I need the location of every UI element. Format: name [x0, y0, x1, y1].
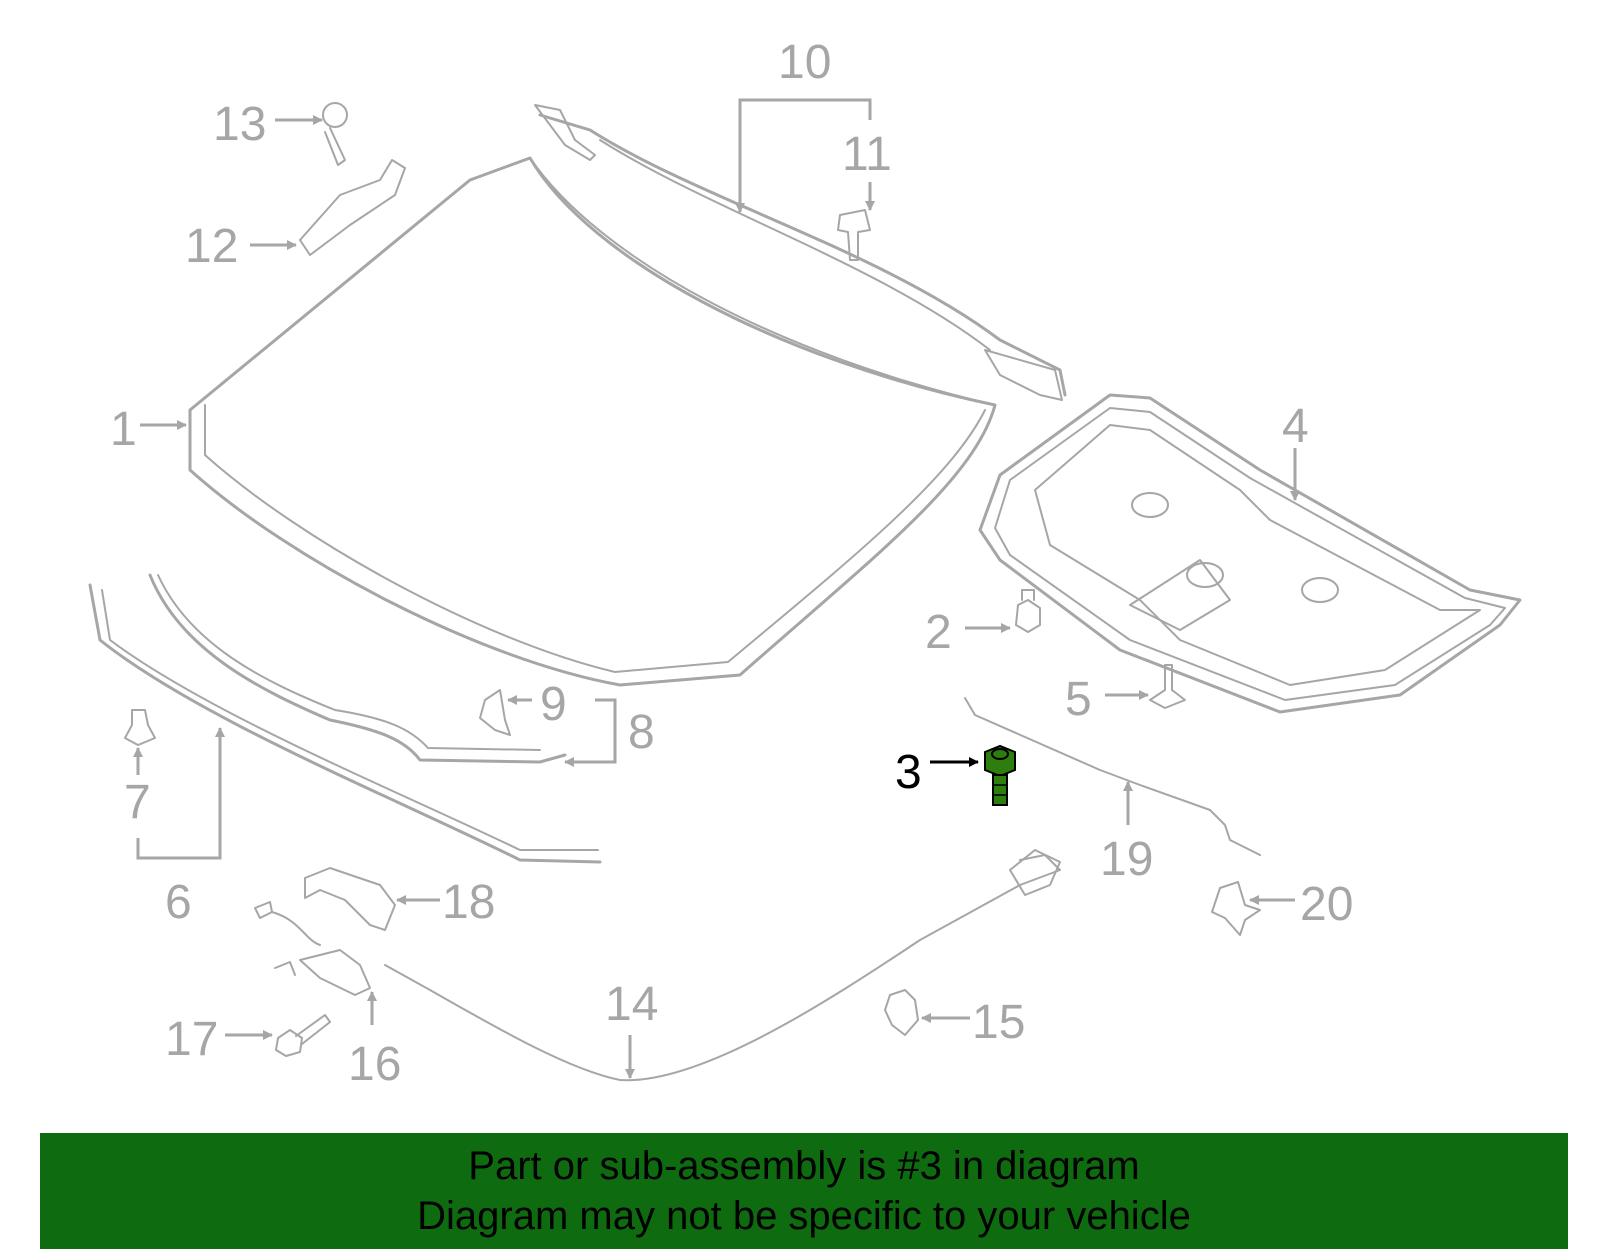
callout-5: 5 — [1065, 673, 1092, 726]
callout-16: 16 — [348, 1038, 401, 1091]
hood-prop-rod — [964, 697, 1261, 856]
hood-seal — [534, 104, 1067, 401]
clip-5 — [1149, 664, 1186, 709]
callout-7: 7 — [124, 776, 151, 829]
info-banner: Part or sub-assembly is #3 in diagram Di… — [40, 1133, 1568, 1249]
bolt-17 — [275, 1014, 331, 1057]
banner-line-2: Diagram may not be specific to your vehi… — [417, 1194, 1191, 1238]
callout-1: 1 — [110, 403, 137, 456]
hood-latch-16 — [254, 901, 371, 996]
callout-10: 10 — [778, 36, 831, 89]
nut-2 — [1015, 589, 1041, 633]
callout-19: 19 — [1100, 833, 1153, 886]
callout-14: 14 — [605, 978, 658, 1031]
seal-8 — [148, 573, 567, 764]
hood-panel — [188, 156, 997, 687]
bolt-13 — [322, 102, 348, 166]
bolt-3-highlighted[interactable] — [984, 744, 1016, 806]
callout-labels: 1 2 3 4 5 6 7 8 9 10 11 12 13 14 15 16 1… — [110, 36, 1353, 1091]
clip-15 — [884, 989, 919, 1036]
banner-line-1: Part or sub-assembly is #3 in diagram — [468, 1144, 1140, 1188]
callout-9: 9 — [540, 678, 567, 731]
clip-7 — [124, 709, 156, 746]
hood-insulator — [978, 393, 1522, 714]
leader-lines — [133, 98, 1300, 1079]
callout-11: 11 — [842, 128, 892, 181]
clip-20 — [1211, 881, 1261, 936]
seal-clip — [837, 209, 871, 261]
front-seal-6 — [88, 583, 602, 864]
callout-13: 13 — [213, 98, 266, 151]
cable-guide-18 — [304, 867, 396, 931]
callout-20: 20 — [1300, 878, 1353, 931]
hood-hinge — [299, 159, 406, 256]
callout-15: 15 — [972, 996, 1025, 1049]
callout-6: 6 — [165, 876, 192, 929]
callout-8: 8 — [628, 706, 655, 759]
callout-17: 17 — [165, 1013, 218, 1066]
clip-9 — [479, 689, 511, 736]
callout-2: 2 — [925, 606, 952, 659]
release-cable-14 — [384, 849, 1061, 1082]
callout-4: 4 — [1282, 400, 1309, 453]
callout-18: 18 — [442, 876, 495, 929]
callout-12: 12 — [185, 220, 238, 273]
callout-3: 3 — [895, 746, 922, 799]
